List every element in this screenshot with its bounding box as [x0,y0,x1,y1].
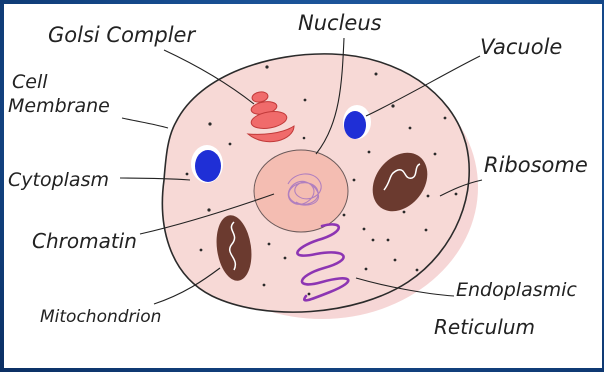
label-vacuole: Vacuole [480,35,562,59]
diagram-sheet: Golsi Compler Nucleus Vacuole Cell Membr… [4,4,602,368]
label-ribosome: Ribosome [484,153,588,177]
label-cell-membrane-1: Cell [12,71,48,93]
nucleus-body [254,150,348,232]
label-cell-membrane-2: Membrane [8,95,110,117]
label-cytoplasm: Cytoplasm [8,169,109,191]
label-er-1: Endoplasmic [456,279,577,301]
cell-diagram: Golsi Compler Nucleus Vacuole Cell Membr… [4,4,602,368]
label-golgi: Golsi Compler [48,23,196,47]
label-nucleus: Nucleus [298,11,382,35]
label-mitochondrion: Mitochondrion [40,307,161,327]
label-er-2: Reticulum [434,315,535,339]
label-chromatin: Chromatin [32,229,137,253]
